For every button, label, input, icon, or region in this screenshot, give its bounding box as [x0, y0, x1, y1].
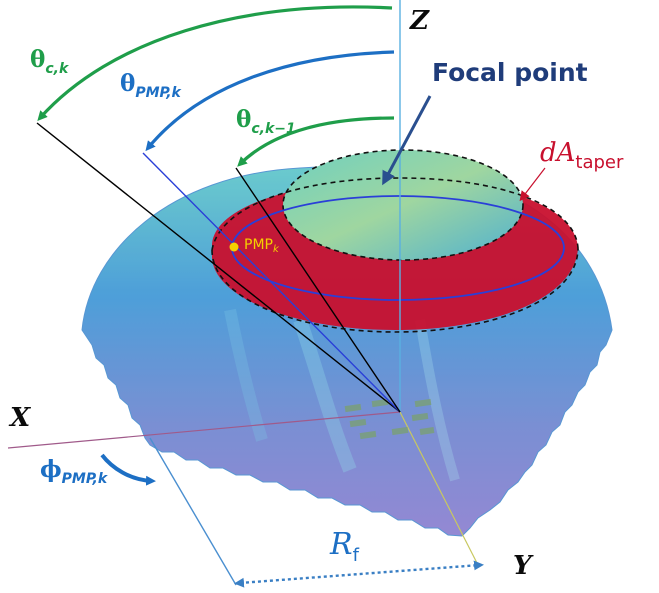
arc-phi-pmp-k	[100, 453, 156, 486]
label-phi-pmp-k: ϕPMP,k	[40, 456, 108, 487]
dome-streak	[415, 319, 460, 482]
rf-edge-left	[149, 437, 237, 586]
taper-band-outer-edge	[211, 247, 579, 333]
taper-label: dAtaper	[540, 138, 624, 173]
y-axis-label: Y	[513, 551, 532, 581]
rf-label: Rf	[330, 527, 359, 566]
dome-streak	[224, 308, 268, 442]
pmp-point	[229, 242, 239, 252]
arc-theta-c-k-1	[237, 116, 395, 167]
x-axis-label: X	[10, 403, 31, 433]
ray-theta-c-k-1	[235, 167, 401, 413]
ray-theta-c-k	[36, 122, 401, 413]
pmp-label: PMPk	[244, 237, 279, 255]
rf-dimension-line	[234, 560, 484, 588]
focal-point-arrow	[382, 95, 432, 186]
focal-array-marks	[344, 398, 435, 440]
focal-point-label: Focal point	[432, 58, 588, 87]
z-axis-label: Z	[410, 6, 429, 36]
arc-theta-pmp-k	[145, 50, 395, 152]
y-axis-line	[399, 411, 479, 566]
label-theta-c-k: θc,k	[30, 46, 69, 77]
taper-band-top-edge	[211, 177, 579, 251]
label-theta-c-k-1: θc,k−1	[236, 106, 296, 137]
ray-theta-pmp-k	[142, 152, 401, 413]
x-axis-line	[7, 411, 401, 449]
label-theta-pmp-k: θPMP,k	[120, 70, 181, 101]
dome-streak	[293, 317, 357, 473]
focal-cap	[282, 149, 524, 261]
arc-theta-c-k	[37, 5, 393, 121]
taper-pointer	[519, 167, 546, 202]
